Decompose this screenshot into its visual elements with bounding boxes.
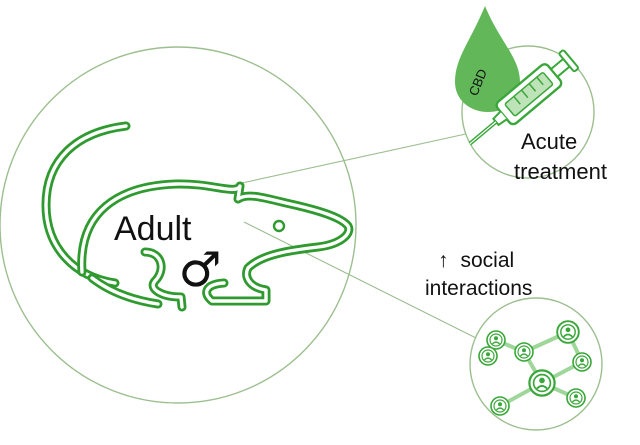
syringe-icon [468, 49, 579, 146]
cbd-drop-icon [455, 6, 520, 112]
effect-label-line1: ↑ social [438, 250, 514, 271]
male-symbol-icon: ♂ [178, 242, 221, 298]
connector-line-treatment [241, 127, 494, 184]
treatment-label-line2: treatment [514, 159, 607, 184]
subject-label: Adult [114, 210, 192, 248]
up-arrow-icon: ↑ [438, 249, 449, 272]
social-network-icon [478, 320, 592, 416]
rat-outline-icon [41, 121, 354, 312]
effect-label-line2: interactions [425, 277, 533, 300]
effect-label-word: social [460, 249, 515, 272]
main-circle [0, 46, 357, 404]
treatment-label-line1: Acute [521, 129, 578, 154]
connector-line-effect [243, 221, 479, 340]
